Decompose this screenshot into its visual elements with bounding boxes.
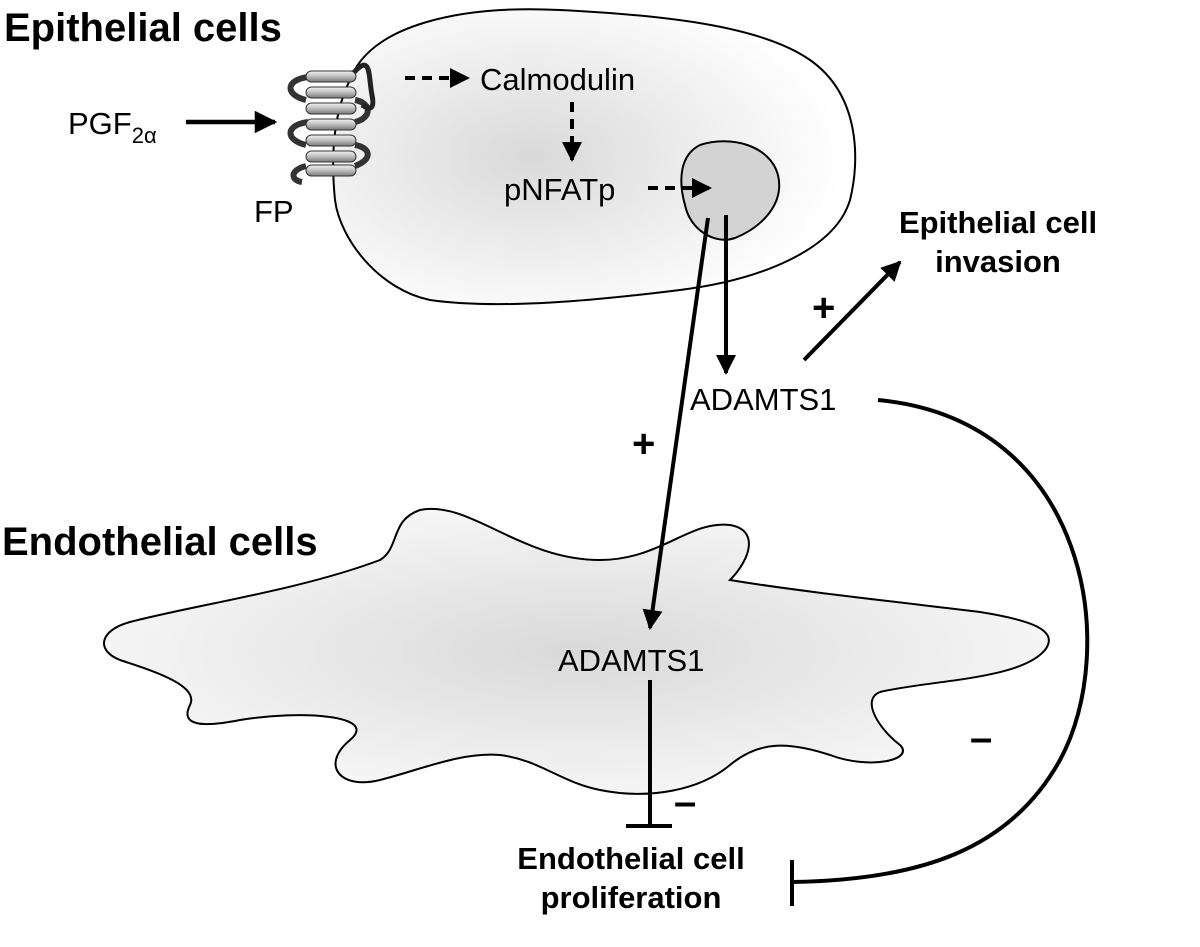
receptor-label-fp: FP: [254, 194, 294, 229]
epithelial-cell: [332, 8, 857, 306]
outcome-endothelial-proliferation: Endothelial cell proliferation: [500, 840, 762, 918]
outcome-invasion-line2: invasion: [935, 243, 1061, 279]
sign-plus-invasion: +: [812, 286, 836, 330]
outcome-proliferation-line1: Endothelial cell: [517, 841, 745, 876]
sign-minus-local: –: [674, 780, 697, 824]
outcome-epithelial-invasion: Epithelial cell invasion: [878, 204, 1118, 282]
fp-receptor-icon: [287, 62, 376, 185]
node-adamts1-epithelial: ADAMTS1: [690, 382, 837, 417]
inhibition-local: [626, 680, 672, 828]
arrow-adamts1-to-invasion: [802, 260, 902, 362]
heading-endothelial-cells: Endothelial cells: [2, 520, 318, 564]
nucleus: [680, 140, 781, 241]
outcome-proliferation-line2: proliferation: [540, 879, 722, 915]
node-pnfatp: pNFATp: [504, 172, 616, 207]
endothelial-cell: [103, 507, 1050, 795]
node-adamts1-endothelial: ADAMTS1: [558, 643, 705, 678]
inhibition-remote: [790, 398, 1090, 906]
arrow-nucleus-to-adamts1-endothelial: [642, 217, 710, 630]
ligand-subscript: 2α: [131, 123, 157, 148]
sign-minus-remote: –: [970, 716, 993, 760]
outcome-invasion-line1: Epithelial cell: [898, 205, 1098, 240]
sign-plus-transfer: +: [632, 422, 656, 466]
node-calmodulin: Calmodulin: [480, 62, 636, 97]
ligand-base: PGF: [68, 106, 132, 141]
ligand-pgf2a: PGF2α: [68, 106, 157, 147]
heading-epithelial-cells: Epithelial cells: [4, 6, 282, 50]
